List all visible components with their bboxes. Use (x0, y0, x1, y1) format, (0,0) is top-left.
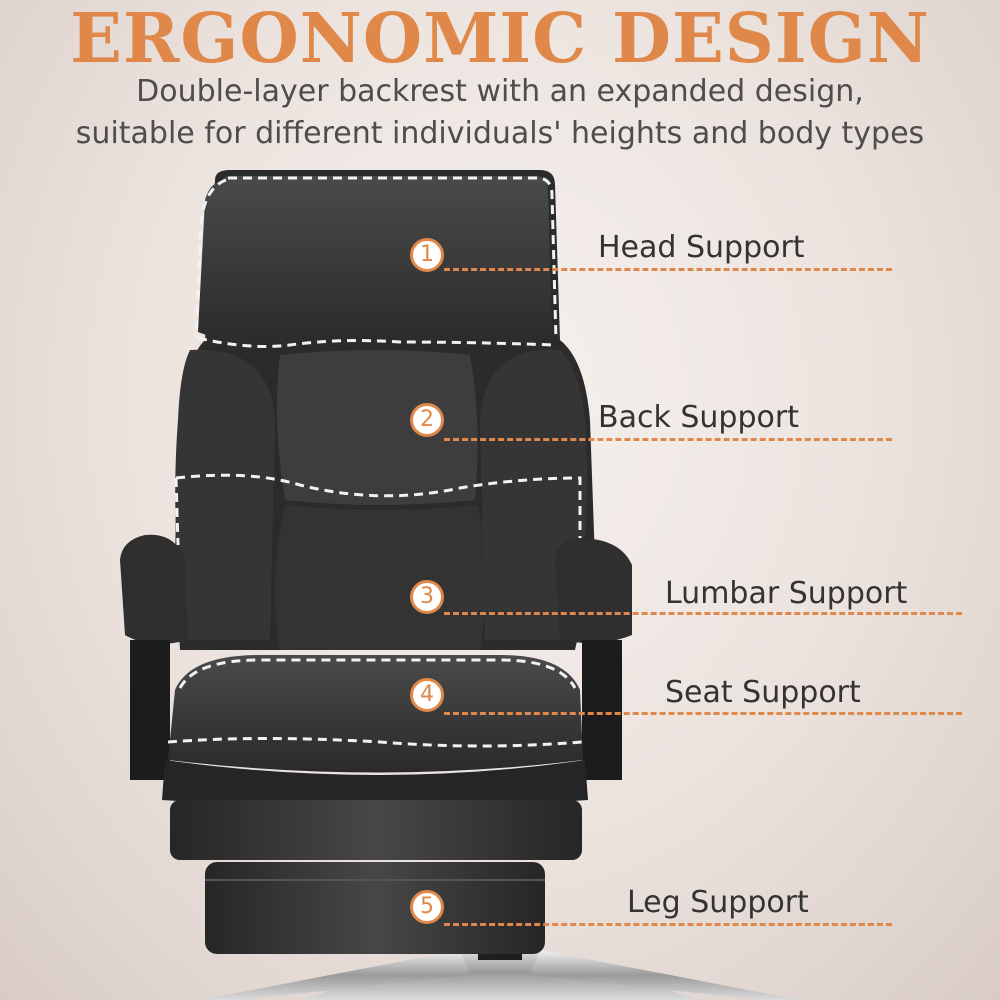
feature-label-leg-support: Leg Support (627, 885, 809, 920)
feature-label-lumbar-support: Lumbar Support (665, 576, 908, 611)
back-cushion (276, 350, 478, 505)
feature-label-head-support: Head Support (598, 230, 805, 265)
right-armrest (555, 538, 632, 780)
leader-line-1 (444, 268, 892, 271)
feature-marker-1: 1 (410, 238, 444, 272)
feature-label-back-support: Back Support (598, 400, 799, 435)
leader-line-3 (444, 612, 962, 615)
subtitle-line-2: suitable for different individuals' heig… (75, 116, 925, 151)
head-cushion (194, 176, 558, 351)
page-title: ERGONOMIC DESIGN (70, 0, 930, 79)
feature-marker-5: 5 (410, 890, 444, 924)
feature-marker-4: 4 (410, 678, 444, 712)
leader-line-4 (444, 712, 962, 715)
leader-line-5 (444, 923, 892, 926)
seat-cushion (162, 655, 588, 808)
leg-rest (170, 800, 582, 954)
left-bolster (175, 349, 275, 640)
subtitle-line-1: Double-layer backrest with an expanded d… (136, 74, 864, 109)
leader-line-2 (444, 438, 892, 441)
left-armrest (120, 534, 188, 780)
feature-label-seat-support: Seat Support (665, 675, 861, 710)
lumbar-cushion (174, 473, 582, 650)
feature-marker-2: 2 (410, 403, 444, 437)
feature-marker-3: 3 (410, 580, 444, 614)
